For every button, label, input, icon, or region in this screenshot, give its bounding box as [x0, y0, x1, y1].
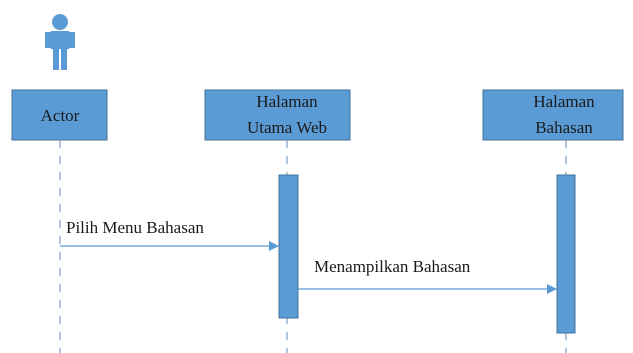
- participant-utama-label-line1: Halaman: [256, 92, 318, 111]
- participant-bahasan-label-line2: Bahasan: [535, 118, 593, 137]
- participant-actor-box: [11, 89, 108, 141]
- activation-bahasan: [556, 174, 576, 334]
- message-pilih-menu-bahasan: Pilih Menu Bahasan: [60, 218, 279, 251]
- participant-utama-box: [204, 89, 351, 141]
- participant-bahasan-box: [482, 89, 624, 141]
- participant-bahasan-label-line1: Halaman: [533, 92, 595, 111]
- participant-halaman-bahasan: Halaman Bahasan: [482, 89, 624, 353]
- message-menampilkan-bahasan: Menampilkan Bahasan: [298, 257, 557, 294]
- message-1-label: Pilih Menu Bahasan: [66, 218, 204, 237]
- actor-icon: [45, 14, 75, 70]
- message-2-label: Menampilkan Bahasan: [314, 257, 471, 276]
- activation-utama: [278, 174, 299, 319]
- participant-actor: Actor: [11, 89, 108, 353]
- participant-halaman-utama-web: Halaman Utama Web: [204, 89, 351, 353]
- participant-actor-label: Actor: [41, 106, 80, 125]
- participant-utama-label-line2: Utama Web: [247, 118, 327, 137]
